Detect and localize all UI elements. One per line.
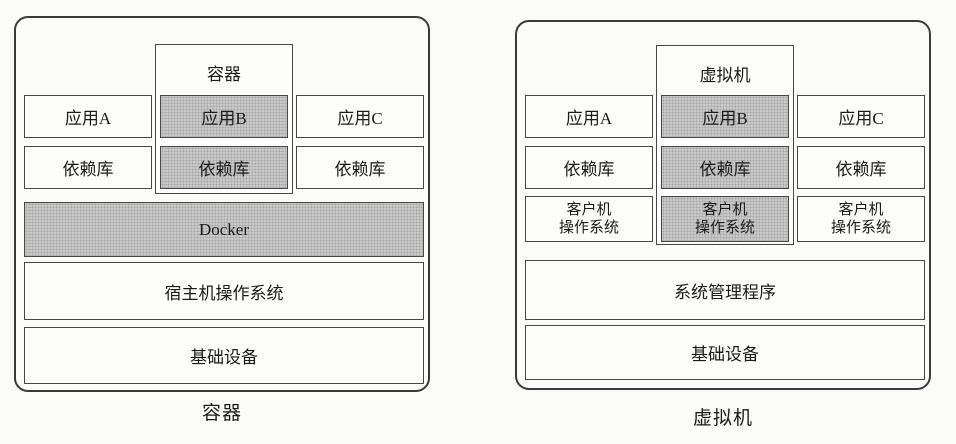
docker-layer-box: Docker [24, 202, 424, 257]
guest-os-b-box: 客户机 操作系统 [661, 196, 789, 242]
vm-wrapper-label: 虚拟机 [699, 66, 751, 85]
container-wrapper-label: 容器 [207, 65, 241, 84]
vm-panel: 虚拟机 应用A 应用B 应用C 依赖库 依赖库 依赖库 客户机 操作系统 客户机… [515, 20, 931, 390]
host-os-layer-box: 宿主机操作系统 [24, 262, 424, 320]
left-lib-c-box: 依赖库 [296, 146, 424, 189]
right-app-a-box: 应用A [525, 95, 653, 138]
left-app-a-box: 应用A [24, 95, 152, 138]
vm-panel-caption: 虚拟机 [692, 408, 753, 429]
left-app-b-box: 应用B [160, 95, 288, 138]
container-panel: 容器 应用A 应用B 应用C 依赖库 依赖库 依赖库 Docker 宿主机操作系… [14, 16, 430, 392]
right-lib-a-box: 依赖库 [525, 146, 653, 189]
right-lib-b-box: 依赖库 [661, 146, 789, 189]
guest-os-a-box: 客户机 操作系统 [525, 196, 653, 242]
guest-os-c-box: 客户机 操作系统 [797, 196, 925, 242]
right-infrastructure-layer-box: 基础设备 [525, 325, 925, 380]
left-infrastructure-layer-box: 基础设备 [24, 327, 424, 384]
left-lib-a-box: 依赖库 [24, 146, 152, 189]
hypervisor-layer-box: 系统管理程序 [525, 260, 925, 320]
right-app-c-box: 应用C [797, 95, 925, 138]
left-lib-b-box: 依赖库 [160, 146, 288, 189]
right-app-b-box: 应用B [661, 95, 789, 138]
right-lib-c-box: 依赖库 [797, 146, 925, 189]
container-panel-caption: 容器 [201, 403, 242, 424]
left-app-c-box: 应用C [296, 95, 424, 138]
